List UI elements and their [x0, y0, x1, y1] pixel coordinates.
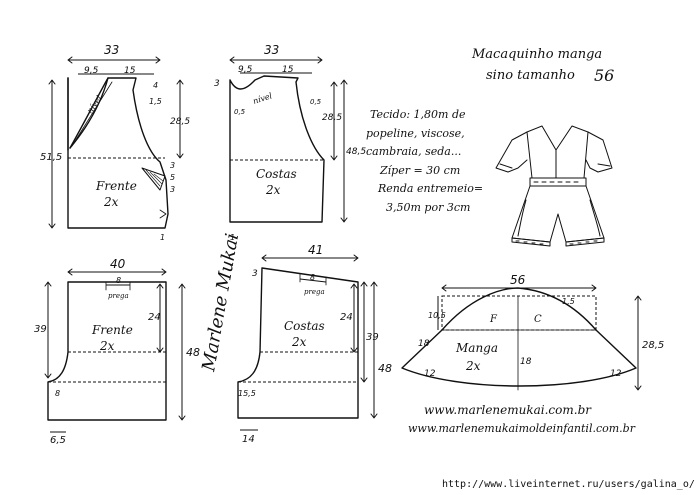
bodice-back-label: Costas	[256, 167, 297, 181]
bodice-front-label: Frente	[95, 179, 137, 193]
bodice-front-m3b: 3	[170, 185, 175, 194]
bodice-front-m5: 5	[170, 173, 175, 182]
bodice-back-height: 48,5	[346, 147, 366, 157]
sleeve-height: 28,5	[642, 340, 664, 351]
bodice-front-qty: 2x	[103, 195, 119, 209]
sleeve-flare	[401, 329, 637, 387]
sleeve-qty: 2x	[465, 359, 481, 373]
shorts-front-length: 48	[186, 346, 200, 359]
shorts-back-crotch: 15,5	[238, 389, 256, 398]
shorts-front-outline	[47, 281, 167, 421]
sleeve-label: Manga	[455, 341, 498, 355]
shorts-back-inner: 24	[340, 312, 353, 323]
note-renda-2: 3,50m por 3cm	[386, 201, 470, 214]
shorts-back-width: 41	[308, 243, 323, 257]
title-line-1: Macaquinho manga	[471, 47, 602, 62]
shorts-front-qty: 2x	[99, 339, 115, 353]
bodice-back-shoulder: 15	[282, 65, 294, 75]
bodice-back-width: 33	[264, 43, 279, 57]
title-line-2: sino tamanho	[486, 68, 575, 83]
bodice-back-qty: 2x	[265, 183, 281, 197]
shorts-front-pleat: 8	[116, 276, 121, 285]
title-size: 56	[594, 66, 614, 85]
bodice-back-outline	[229, 75, 325, 223]
bodice-back-m3: 3	[214, 79, 220, 89]
bodice-back-neck: 9,5	[238, 65, 253, 75]
sleeve-width: 56	[510, 273, 526, 287]
shorts-back-label: Costas	[284, 319, 325, 333]
shorts-back-hem: 14	[242, 434, 255, 445]
note-tecido-3: cambraia, seda...	[366, 145, 461, 158]
shorts-back-m3: 3	[252, 269, 258, 279]
shorts-front-width: 40	[110, 257, 126, 271]
site-url-1[interactable]: www.marlenemukai.com.br	[424, 403, 592, 417]
bodice-front-shoulder: 15	[124, 66, 136, 76]
bodice-front-m15: 1,5	[149, 97, 162, 106]
bodice-back-m05b: 0,5	[310, 98, 322, 106]
shorts-front-label: Frente	[91, 323, 133, 337]
bodice-back-m1: 1	[230, 233, 235, 242]
sleeve-side-length: 18	[418, 339, 430, 349]
shorts-front-rise: 39	[34, 324, 47, 335]
shorts-back-pleat-label: prega	[304, 288, 325, 296]
sleeve-piece: 56 10,5 1,5 F C 18 18 12 12 28,5 Manga 2…	[401, 273, 664, 391]
bodice-back-piece: 33 9,5 15 3 0,5 0,5 nível 28,5 48,5 1 Co…	[214, 43, 366, 242]
sleeve-center-length: 18	[520, 357, 532, 367]
signature-text: Marlene Mukai	[198, 232, 243, 374]
shorts-front-hem: 6,5	[50, 435, 66, 446]
bodice-back-armhole: 28,5	[322, 113, 342, 123]
site-url-2[interactable]: www.marlenemukaimoldeinfantil.com.br	[408, 422, 636, 435]
romper-sketch	[495, 125, 613, 247]
shorts-back-pleat: 8	[310, 273, 315, 282]
bodice-front-m4: 4	[153, 81, 158, 90]
sleeve-cap-height: 10,5	[428, 311, 446, 320]
note-renda: Renda entremeio=	[377, 182, 483, 195]
bodice-back-level: nível	[252, 91, 274, 106]
bodice-front-armhole: 28,5	[170, 117, 190, 127]
shorts-back-outline	[237, 267, 359, 419]
shorts-back-rise: 39	[366, 332, 379, 343]
sleeve-front-mark: F	[489, 314, 498, 325]
materials-notes: Tecido: 1,80m de popeline, viscose, camb…	[366, 108, 483, 214]
bodice-front-neck: 9,5	[84, 66, 99, 76]
note-ziper: Zíper = 30 cm	[379, 164, 460, 177]
shorts-back-length: 48	[378, 362, 392, 375]
bodice-front-m1: 1	[160, 233, 165, 242]
bodice-front-outline	[67, 77, 169, 229]
bodice-front-m3a: 3	[170, 161, 175, 170]
shorts-front-inner: 24	[148, 312, 161, 323]
sleeve-hem-left: 12	[424, 369, 436, 379]
sleeve-m15: 1,5	[562, 297, 575, 306]
website-credits: www.marlenemukai.com.br www.marlenemukai…	[408, 403, 695, 490]
bodice-front-height: 51,5	[40, 152, 62, 163]
sleeve-cap	[441, 287, 597, 331]
shorts-back-qty: 2x	[291, 335, 307, 349]
shorts-front-pleat-label: prega	[108, 292, 129, 300]
note-tecido-2: popeline, viscose,	[366, 127, 465, 140]
sleeve-back-mark: C	[534, 314, 542, 325]
shorts-back-piece: 41 3 8 prega 24 39 48 15,5 14 Costas 2x	[237, 243, 392, 445]
shorts-front-crotch: 8	[55, 389, 60, 398]
designer-signature: Marlene Mukai	[198, 232, 243, 374]
footer-url[interactable]: http://www.liveinternet.ru/users/galina_…	[442, 479, 695, 490]
sleeve-hem-right: 12	[610, 369, 622, 379]
title-block: Macaquinho manga sino tamanho 56	[471, 47, 614, 85]
note-tecido: Tecido: 1,80m de	[370, 108, 466, 121]
bodice-back-m05a: 0,5	[234, 108, 246, 116]
bodice-front-piece: 33 9,5 15 51,5 28,5 nível 4 1,5 3 5 3 1 …	[40, 43, 190, 242]
shorts-front-piece: 40 8 prega 39 24 48 8 6,5 Frente 2x	[34, 257, 200, 446]
bodice-front-width: 33	[104, 43, 119, 57]
